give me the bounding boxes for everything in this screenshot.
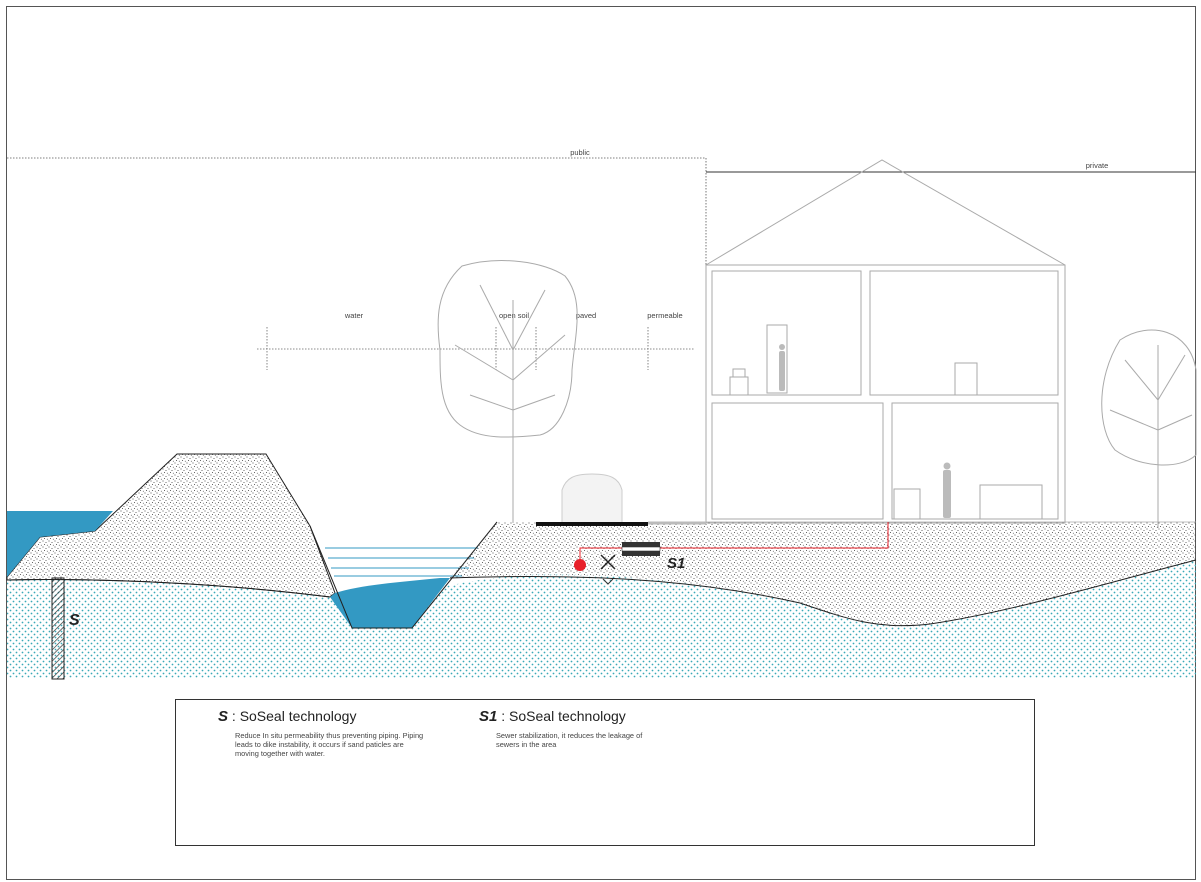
public-label: public xyxy=(570,148,590,157)
car-icon xyxy=(561,473,623,524)
legend-item-s-description: Reduce In situ permeability thus prevent… xyxy=(235,731,424,758)
washing-machine-icon xyxy=(893,488,921,520)
shower-icon xyxy=(766,324,788,394)
legend-item-s1-code: S1 xyxy=(479,708,498,725)
house xyxy=(705,159,1066,524)
sewer-line xyxy=(579,522,889,562)
room-kitchen xyxy=(891,402,1059,520)
sink-icon xyxy=(729,376,749,396)
legend-item-s-separator: : xyxy=(228,708,240,724)
room-lower-left xyxy=(711,402,884,520)
tree-canopy xyxy=(437,260,578,438)
private-label: private xyxy=(1086,161,1109,170)
room-upper-right xyxy=(869,270,1059,396)
person-icon xyxy=(779,344,785,391)
zone-boundaries: public private xyxy=(7,148,1196,268)
legend-item-s: S : SoSeal technology Reduce In situ per… xyxy=(218,708,425,758)
street-tree xyxy=(437,260,578,523)
surface-measure: water open soil paved permeable xyxy=(257,311,694,370)
permeable-surface-label: permeable xyxy=(647,311,682,320)
groundwater-marker-icon xyxy=(602,578,614,585)
person-standing-icon xyxy=(943,462,951,518)
house-walls xyxy=(705,264,1066,524)
canal-water-lines xyxy=(325,547,478,577)
canal-water xyxy=(330,578,450,628)
groundwater-boundary xyxy=(449,559,1197,627)
s-treatment-column xyxy=(51,577,65,680)
sewer-leak-point xyxy=(574,559,586,571)
river-water xyxy=(7,511,113,577)
legend-item-s1-heading: S1 : SoSeal technology xyxy=(479,708,656,725)
kitchen-counter-icon xyxy=(979,484,1043,520)
s1-treatment-pipe xyxy=(621,542,661,556)
legend-item-s1-description: Sewer stabilization, it reduces the leak… xyxy=(496,731,643,749)
s1-marker-label: S1 xyxy=(667,555,685,572)
room-bathroom xyxy=(711,270,862,396)
open-soil-surface-label: open soil xyxy=(499,311,529,320)
legend-item-s1-separator: : xyxy=(497,708,510,724)
house-roof xyxy=(705,159,1066,266)
paved-surface-label: paved xyxy=(576,311,596,320)
legend-item-s1: S1 : SoSeal technology Sewer stabilizati… xyxy=(479,708,656,749)
cabinet-icon xyxy=(954,362,978,396)
legend-item-s-code: S xyxy=(218,708,229,725)
legend-item-s-title: SoSeal technology xyxy=(239,708,357,724)
legend-item-s1-title: SoSeal technology xyxy=(509,708,626,724)
garden-tree xyxy=(1101,329,1197,528)
legend-item-s-heading: S : SoSeal technology xyxy=(218,708,425,725)
legend-box: S : SoSeal technology Reduce In situ per… xyxy=(175,699,1035,846)
water-surface-label: water xyxy=(344,311,364,320)
s-marker-label: S xyxy=(69,612,80,629)
blocked-x-icon xyxy=(600,554,616,570)
groundwater-layer xyxy=(7,560,1196,678)
garden-tree-canopy xyxy=(1101,329,1197,466)
